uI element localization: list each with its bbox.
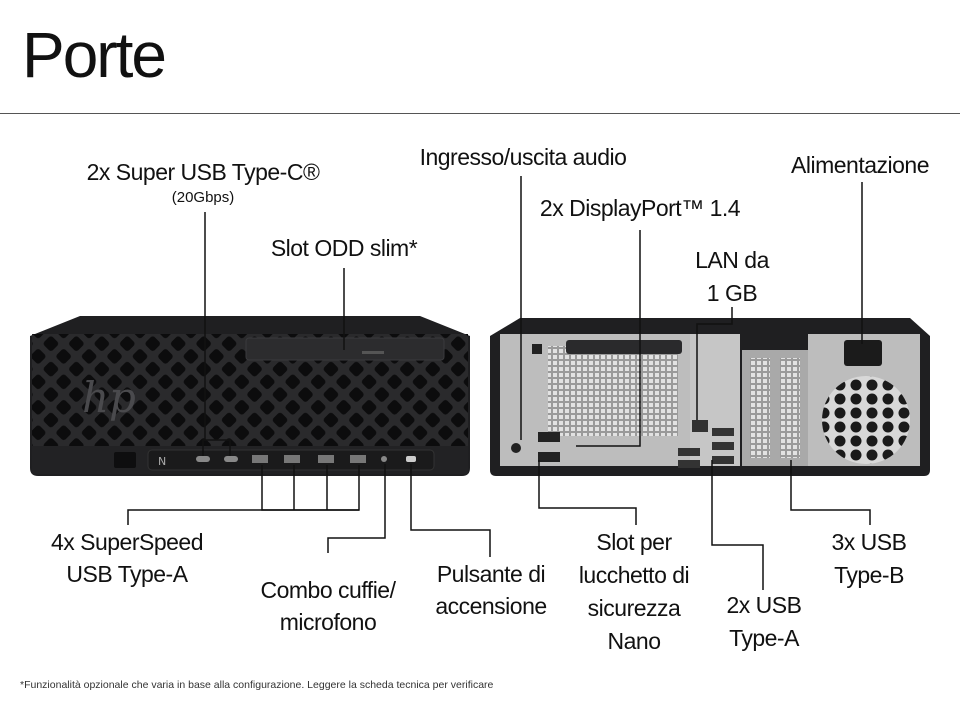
label-lock-line3: sicurezza [587,595,681,621]
label-lan-line2: 1 GB [706,280,758,306]
power-inlet-icon [844,340,882,366]
label-usb-a-front-line2: USB Type-A [66,561,188,587]
label-usb-b-line1: 3x USB [831,529,907,555]
label-power-button-line2: accensione [435,593,547,619]
rear-chassis [490,318,930,476]
label-lock-line1: Slot per [596,529,672,555]
label-power-input: Alimentazione [791,152,929,178]
hp-logo-icon: hp [82,373,136,422]
label-odd-slot: Slot ODD slim* [270,235,418,261]
label-usb-b-line2: Type-B [834,562,904,588]
label-lock-line4: Nano [607,628,661,654]
label-audio-io: Ingresso/uscita audio [419,144,627,170]
label-usb-c: 2x Super USB Type-C® [86,159,320,185]
label-usb-a-rear-line2: Type-A [729,625,799,651]
footnote: *Funzionalità opzionale che varia in bas… [20,679,494,691]
label-combo-line2: microfono [279,609,377,635]
title-divider [0,113,960,114]
label-lan-line1: LAN da [695,247,769,273]
label-combo-line1: Combo cuffie/ [260,577,396,603]
fan-grille-icon [822,376,910,464]
label-usb-a-rear-line1: 2x USB [726,592,802,618]
leader-lines [127,176,871,590]
front-chassis: hp N [30,316,470,476]
label-usb-c-speed: (20Gbps) [171,189,235,206]
page-title: Porte [22,19,167,91]
label-usb-a-front-line1: 4x SuperSpeed [50,529,204,555]
label-displayport: 2x DisplayPort™ 1.4 [539,195,741,221]
label-lock-line2: lucchetto di [578,562,690,588]
svg-text:N: N [158,455,166,468]
label-power-button-line1: Pulsante di [436,561,546,587]
